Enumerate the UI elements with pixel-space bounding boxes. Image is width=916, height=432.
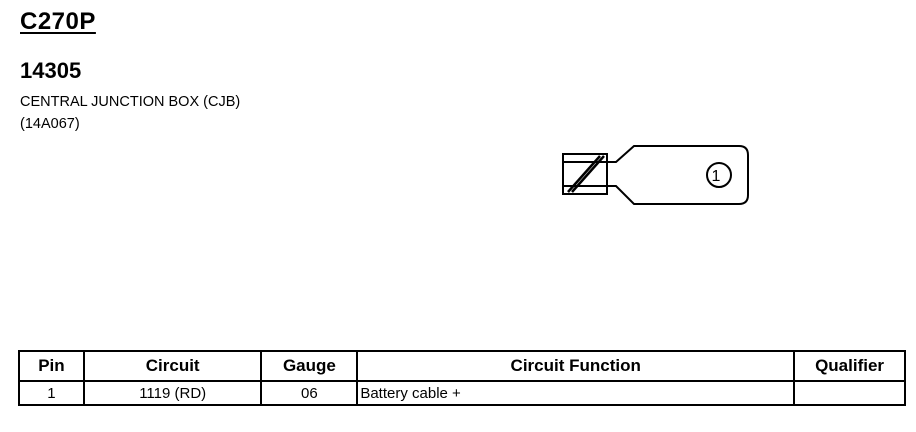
table-header-row: Pin Circuit Gauge Circuit Function Quali… [18,350,906,382]
component-sub-part: (14A067) [20,116,80,132]
column-header-qualifier: Qualifier [793,350,906,382]
component-description: CENTRAL JUNCTION BOX (CJB) [20,94,241,110]
crimp-barrel [562,153,608,195]
connector-id: C270P [20,8,96,35]
pin-number-circle [706,162,732,188]
cell-pin: 1 [18,380,85,406]
pin-number-label: 1 [712,168,721,185]
cell-qualifier [793,380,906,406]
ring-terminal-drawing: 1 [562,145,749,205]
part-number: 14305 [20,58,82,83]
pinout-table: Pin Circuit Gauge Circuit Function Quali… [18,350,906,406]
terminal-tongue [607,145,749,205]
connector-diagram: 1 [556,140,756,215]
table-row: 1 1119 (RD) 06 Battery cable + [18,380,906,406]
cell-circuit-function: Battery cable + [356,380,796,406]
cell-gauge: 06 [260,380,359,406]
column-header-circuit-function: Circuit Function [356,350,796,382]
cell-circuit: 1119 (RD) [82,380,263,406]
column-header-gauge: Gauge [260,350,359,382]
column-header-circuit: Circuit [82,350,263,382]
column-header-pin: Pin [18,350,85,382]
